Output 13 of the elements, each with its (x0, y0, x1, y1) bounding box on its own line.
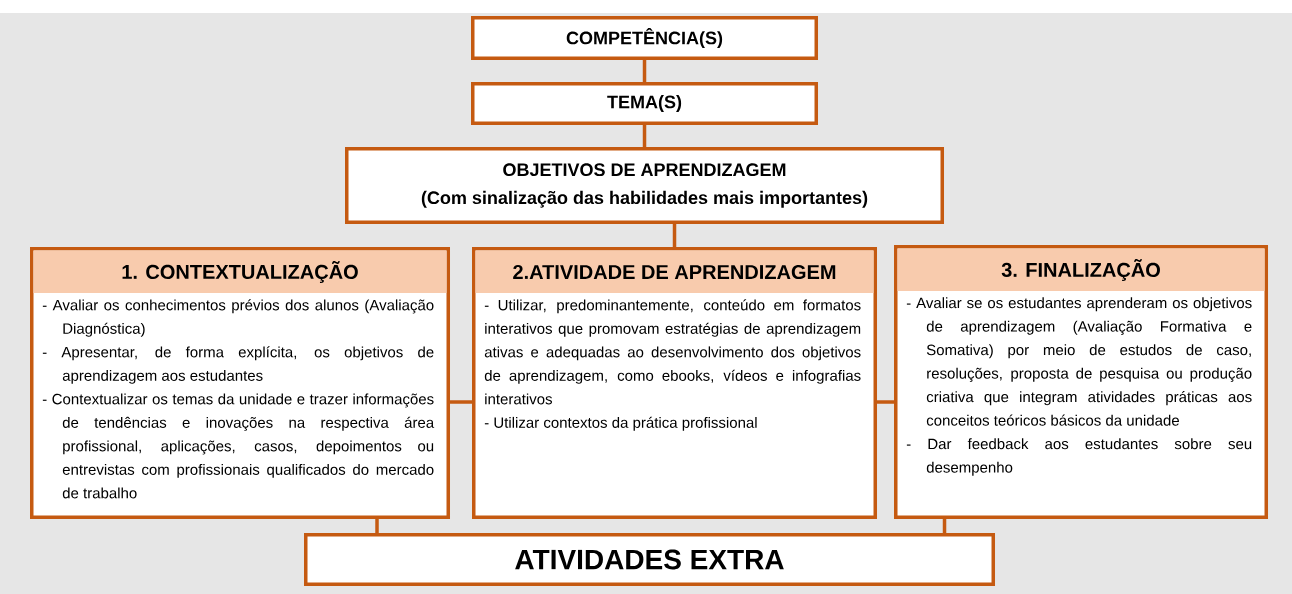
connector-line (877, 400, 894, 404)
stage-box: 1. CONTEXTUALIZAÇÃO - Avaliar os conhecimentos prévios dos alunos (Avaliação Diagnóstica) - Apresentar, de forma explícita, os objetivos de aprendizagem aos estudantes - Contextualizar os temas da unidade e trazer informações de tendências e inovações na respectiva área profissional, aplicações, casos, depoimentos ou entrevistas com profissionais qualificados do mercado de trabalho (30, 247, 450, 519)
connector-line (642, 125, 647, 147)
connector-line (642, 60, 647, 82)
stage-box: 2.ATIVIDADE DE APRENDIZAGEM - Utilizar, predominantemente, conteúdo em formatos interativos que promovam estratégias de aprendizagem ativas e adequadas ao desenvolvimento dos objetivos de aprendizagem, como ebooks, vídeos e infografias interativos - Utilizar contextos da prática profissional (472, 247, 877, 519)
stage-box: 3. FINALIZAÇÃO - Avaliar se os estudantes aprenderam os objetivos de aprendizagem (Avaliação Formativa e Somativa) por meio de estudos de caso, resoluções, proposta de pesquisa ou produção criativa que integram atividades práticas aos conceitos teóricos básicos da unidade - Dar feedback aos estudantes sobre seu desempenho (894, 245, 1268, 519)
connector-line (672, 224, 677, 247)
title-box: TEMA(S) (471, 82, 818, 125)
title-box: COMPETÊNCIA(S) (471, 16, 818, 60)
title-box: ATIVIDADES EXTRA (304, 533, 995, 586)
connector-line (450, 400, 472, 404)
title-box: OBJETIVOS DE APRENDIZAGEM (Com sinalização das habilidades mais importantes) (345, 147, 944, 224)
connector-line (375, 519, 379, 533)
